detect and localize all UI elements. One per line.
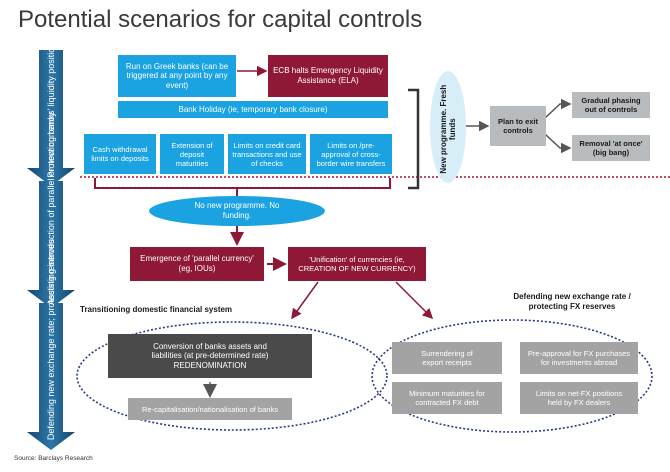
extension-box: Extension of deposit maturities (160, 134, 224, 174)
side-arrow-2 (27, 181, 75, 308)
transitioning-label: Transitioning domestic financial system (80, 305, 233, 314)
recap-box: Re-capitalisation/nationalisation of ban… (128, 398, 292, 420)
side-arrow-1 (27, 50, 75, 186)
page-title: Potential scenarios for capital controls (18, 6, 423, 33)
ecb-halts-box: ECB halts Emergency Liquidity Assistance… (268, 55, 388, 97)
parallel-currency-box: Emergence of 'parallel currency' (eg, IO… (130, 247, 264, 281)
bank-holiday-bar: Bank Holiday (ie, temporary bank closure… (118, 101, 388, 118)
unification-box: 'Unification' of currencies (ie, CREATIO… (288, 247, 426, 281)
side-arrow-3 (27, 303, 75, 450)
surrendering-box: Surrendering of export receipts (392, 342, 502, 374)
plan-exit-box: Plan to exit controls (490, 106, 546, 146)
limits-credit-box: Limits on credit card transactions and u… (228, 134, 306, 174)
cash-withdrawal-box: Cash withdrawal limits on deposits (84, 134, 156, 174)
limits-netfx-box: Limits on net-FX positions held by FX de… (520, 382, 638, 414)
removal-box: Removal 'at once' (big bang) (572, 135, 650, 161)
source-note: Source: Barclays Research (14, 455, 93, 462)
minimum-maturities-box: Minimum maturities for contracted FX deb… (392, 382, 502, 414)
gradual-box: Gradual phasing out of controls (572, 92, 650, 118)
limits-preapproval-box: Limits on /pre-approval of cross-border … (310, 134, 392, 174)
run-on-banks-box: Run on Greek banks (can be triggered at … (118, 55, 236, 97)
defending-label: Defending new exchange rate / protecting… (513, 292, 631, 311)
preapproval-fx-box: Pre-approval for FX purchases for invest… (520, 342, 638, 374)
no-programme-label: No new programme. No funding. (194, 201, 280, 220)
conversion-box: Conversion of banks assets and liabiliti… (108, 334, 312, 378)
